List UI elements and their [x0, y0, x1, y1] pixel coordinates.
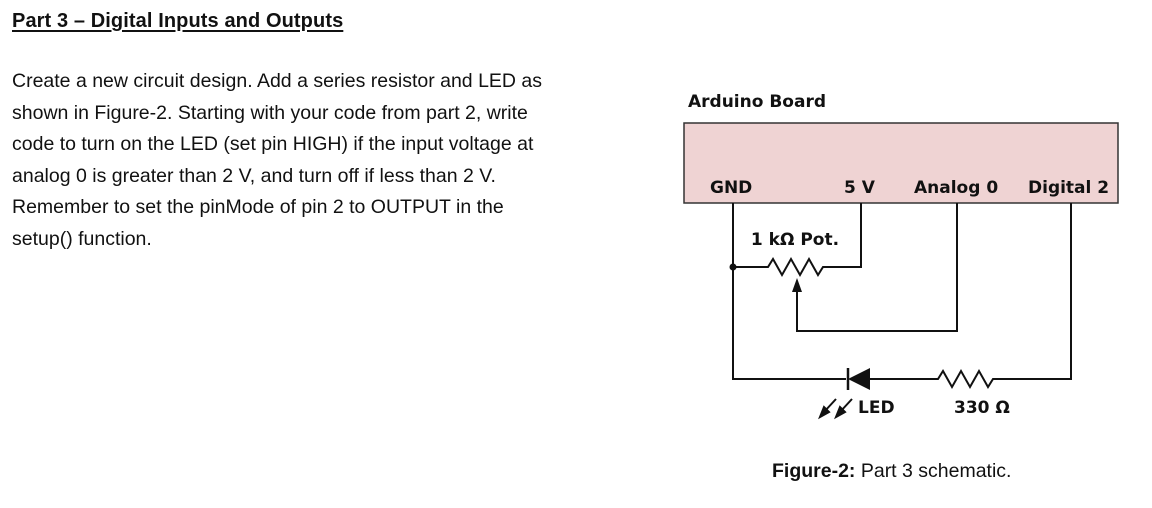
pin-label-gnd: GND [710, 178, 752, 198]
junction-dot [729, 263, 737, 271]
led-label: LED [858, 398, 895, 418]
pin-label-digital2: Digital 2 [1028, 178, 1109, 198]
pin-label-5v: 5 V [844, 178, 876, 198]
instruction-line: setup() function. [12, 227, 152, 250]
instruction-line: code to turn on the LED (set pin HIGH) i… [12, 133, 534, 155]
potentiometer-resistor [733, 203, 862, 278]
section-heading: Part 3 – Digital Inputs and Outputs [12, 10, 344, 32]
pot-label: 1 kΩ Pot. [751, 230, 839, 250]
resistor-label: 330 Ω [954, 398, 1010, 418]
pin-label-analog0: Analog 0 [914, 178, 998, 198]
arduino-board-box [683, 122, 1119, 204]
gnd-wire [732, 203, 846, 380]
figure-caption-text: Part 3 schematic. [855, 460, 1012, 482]
wiper-arrow-icon [792, 278, 802, 292]
figure-caption-prefix: Figure-2: [772, 460, 856, 482]
light-emission-arrows-icon [818, 398, 853, 420]
instructions-paragraph: Create a new circuit design. Add a serie… [12, 66, 652, 255]
figure-caption: Figure-2: Part 3 schematic. [772, 460, 1011, 483]
board-title: Arduino Board [688, 92, 826, 112]
instruction-line: Create a new circuit design. Add a serie… [12, 70, 543, 92]
instruction-line: analog 0 is greater than 2 V, and turn o… [12, 164, 496, 187]
wiper-wire [796, 203, 958, 332]
led-diode-icon [846, 368, 870, 390]
series-resistor-wire [858, 203, 1072, 390]
instruction-line: shown in Figure-2. Starting with your co… [12, 101, 528, 124]
instruction-line: Remember to set the pinMode of pin 2 to … [12, 196, 504, 218]
